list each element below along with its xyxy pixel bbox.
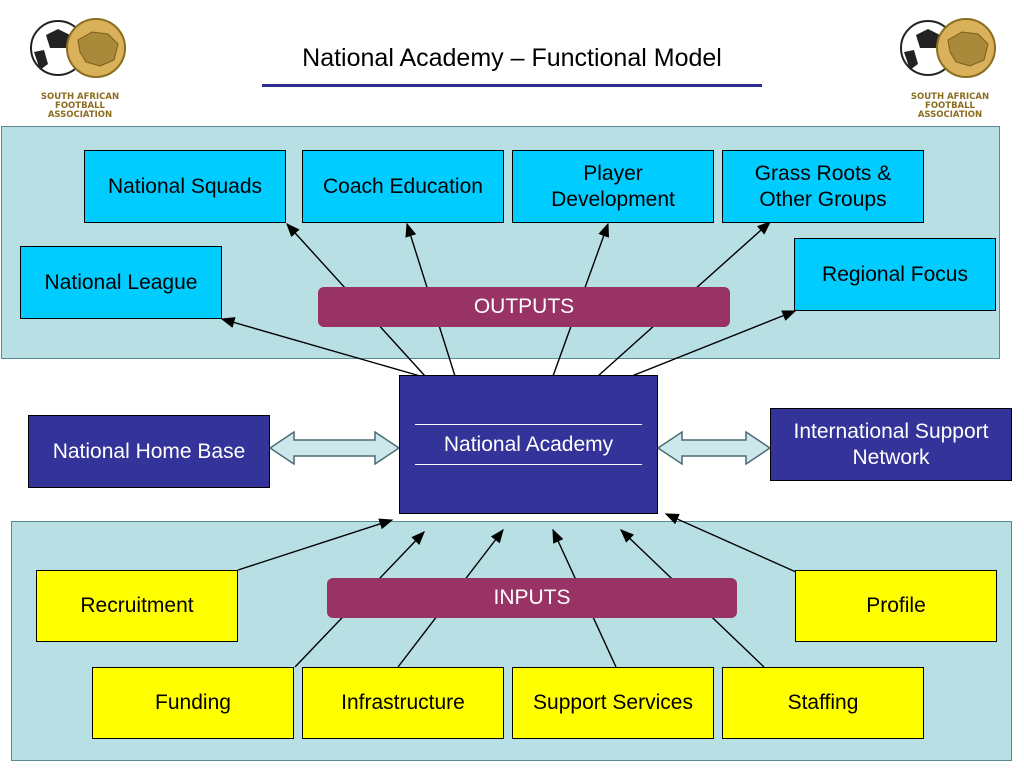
- national-academy-box: National Academy: [399, 375, 658, 514]
- safa-logo-left: SOUTH AFRICAN FOOTBALL ASSOCIATION: [26, 10, 134, 120]
- logo-line: SOUTH AFRICAN: [40, 92, 120, 102]
- arrow-to-regional-focus: [631, 310, 797, 377]
- page-title: National Academy – Functional Model: [302, 44, 722, 72]
- arrow-from-profile: [664, 513, 797, 573]
- national-academy-label: National Academy: [443, 432, 614, 456]
- regional-focus-box: Regional Focus: [794, 238, 996, 311]
- safa-logo-right: SOUTH AFRICAN FOOTBALL ASSOCIATION: [896, 10, 1004, 120]
- national-home-base-box: National Home Base: [28, 415, 270, 488]
- logo-line: ASSOCIATION: [47, 109, 113, 120]
- ball-and-map-icon: [900, 18, 996, 78]
- logo-line: FOOTBALL: [925, 100, 975, 111]
- logo-line: SOUTH AFRICAN: [910, 92, 990, 102]
- infrastructure-box: Infrastructure: [302, 667, 504, 739]
- double-arrow-home-base: [268, 430, 401, 466]
- outputs-label: OUTPUTS: [318, 287, 730, 327]
- funding-box: Funding: [92, 667, 294, 739]
- staffing-box: Staffing: [722, 667, 924, 739]
- coach-education-box: Coach Education: [302, 150, 504, 223]
- profile-box: Profile: [795, 570, 997, 642]
- grass-roots-box: Grass Roots & Other Groups: [722, 150, 924, 223]
- recruitment-box: Recruitment: [36, 570, 238, 642]
- arrow-from-recruitment: [237, 518, 394, 571]
- title-underline: [262, 84, 762, 87]
- logo-line: FOOTBALL: [55, 100, 105, 111]
- logo-line: ASSOCIATION: [917, 109, 983, 120]
- support-services-box: Support Services: [512, 667, 714, 739]
- national-squads-box: National Squads: [84, 150, 286, 223]
- inputs-label: INPUTS: [327, 578, 737, 618]
- international-support-box: International Support Network: [770, 408, 1012, 481]
- national-league-box: National League: [20, 246, 222, 319]
- ball-and-map-icon: [30, 18, 126, 78]
- double-arrow-international: [656, 430, 772, 466]
- academy-bottom-rule: [415, 464, 642, 465]
- player-development-box: Player Development: [512, 150, 714, 223]
- arrow-to-national-league: [220, 317, 421, 377]
- academy-top-rule: [415, 424, 642, 425]
